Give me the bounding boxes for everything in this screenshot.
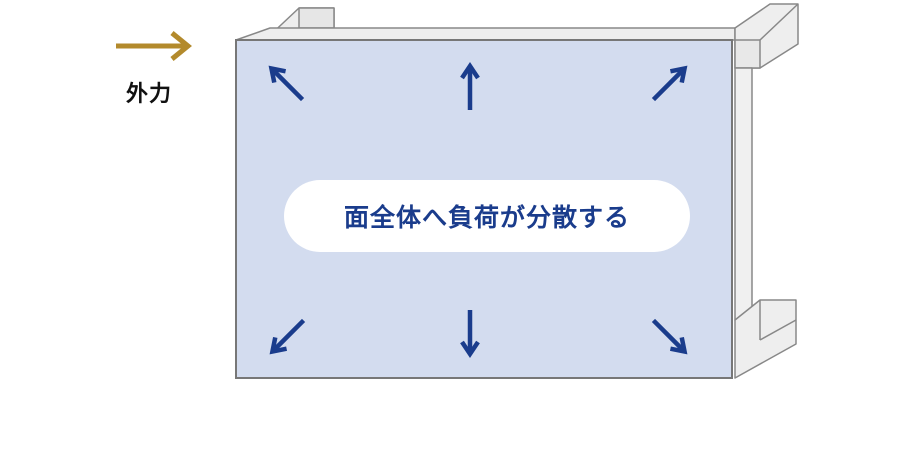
- frame-top-right-flange-face: [734, 39, 761, 69]
- external-force-arrow: [116, 31, 192, 61]
- panel-caption: 面全体へ負荷が分散する: [284, 180, 690, 252]
- frame-right-web: [734, 67, 753, 321]
- external-force-label: 外力: [125, 82, 172, 107]
- frame-top-beam: [235, 27, 736, 41]
- frame-top-left-stub-side: [298, 7, 335, 29]
- frame-bottom-right-flange: [734, 299, 797, 379]
- frame-top-right-edge: [759, 3, 799, 41]
- frame-structure: [235, 3, 799, 379]
- frame-bottom-right-edge-2: [759, 319, 797, 341]
- panel-caption-text: 面全体へ負荷が分散する: [343, 203, 630, 232]
